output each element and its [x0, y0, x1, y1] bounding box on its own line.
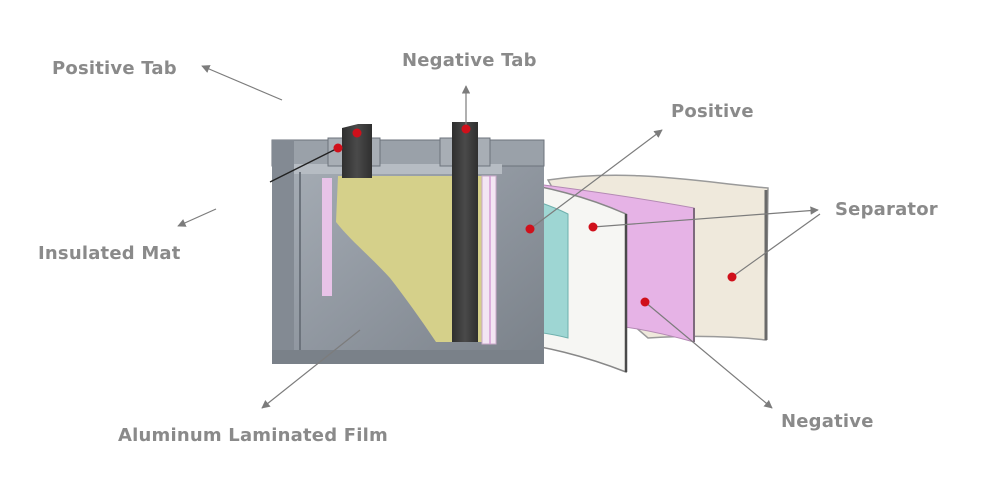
- core-edge-layers: [481, 175, 497, 345]
- casing-inner-top: [290, 164, 502, 174]
- leader-separator: [592, 206, 819, 228]
- label-insulated-mat: Insulated Mat: [38, 243, 181, 264]
- marker-dot-positive-tab: [333, 143, 343, 153]
- electrode-core: [336, 176, 484, 342]
- leader-aluminum-film: [261, 329, 361, 409]
- insulated-mat-strip: [322, 178, 332, 296]
- label-aluminum-laminated-film: Aluminum Laminated Film: [118, 425, 388, 446]
- label-positive: Positive: [671, 101, 754, 122]
- label-positive-tab: Positive Tab: [52, 58, 177, 79]
- marker-dot-outer-sheet: [727, 272, 737, 282]
- marker-dot-negative: [640, 297, 650, 307]
- leader-positive-tab-upper: [201, 65, 283, 101]
- label-negative-tab: Negative Tab: [402, 50, 537, 71]
- marker-dot-positive-tab-upper: [352, 128, 362, 138]
- casing-top-rim: [271, 139, 545, 167]
- label-separator: Separator: [835, 199, 938, 220]
- label-negative: Negative: [781, 411, 874, 432]
- leader-positive-tab: [269, 147, 339, 183]
- leader-negative: [644, 301, 773, 409]
- leader-positive: [529, 129, 663, 230]
- casing-bottom-rim: [272, 350, 544, 364]
- leader-separator-outer: [731, 213, 821, 278]
- casing-left-wall: [272, 140, 294, 364]
- marker-dot-positive: [525, 224, 535, 234]
- leader-insulated-mat: [177, 208, 217, 227]
- marker-dot-negative-tab: [461, 124, 471, 134]
- marker-dot-separator: [588, 222, 598, 232]
- positive-tab: [342, 124, 372, 178]
